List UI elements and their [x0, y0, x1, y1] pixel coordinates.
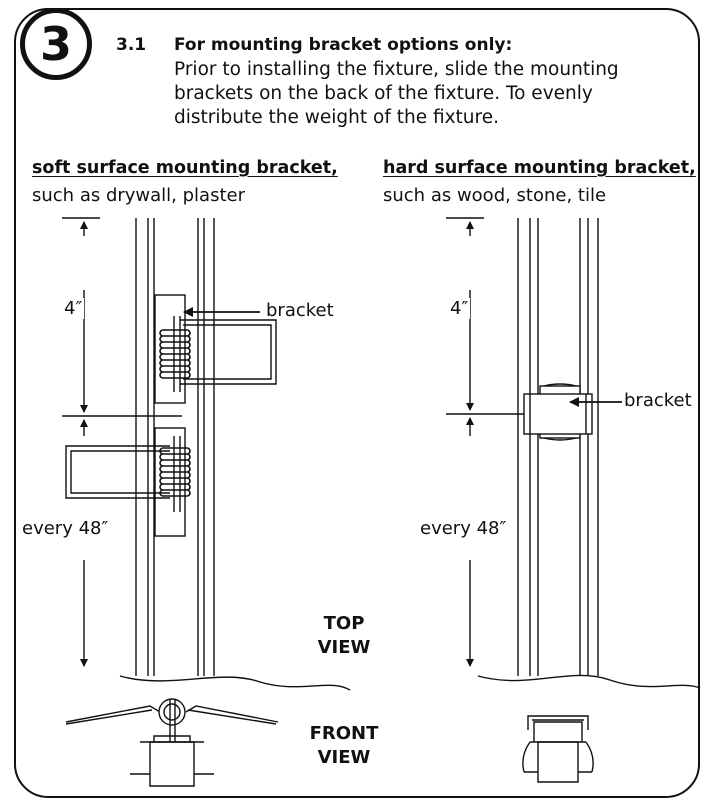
hard-dimension-spacing: every 48″ — [418, 518, 509, 539]
front-view-label: FRONT VIEW — [304, 722, 384, 770]
hard-dimension-top: 4″ — [448, 298, 471, 319]
soft-dimension-top: 4″ — [62, 298, 85, 319]
soft-surface-subheading: such as drywall, plaster — [32, 185, 245, 206]
soft-fixture-channel — [119, 218, 351, 691]
soft-surface-heading: soft surface mounting bracket, — [32, 158, 338, 178]
hard-fixture-channel — [477, 218, 701, 689]
instruction-line: Prior to installing the fixture, slide t… — [174, 59, 619, 80]
instruction-text: Prior to installing the fixture, slide t… — [174, 58, 674, 130]
hard-dimension-lines — [446, 217, 524, 667]
top-view-label: TOP VIEW — [304, 612, 384, 660]
front-view-line: VIEW — [317, 747, 371, 768]
instruction-line: distribute the weight of the fixture. — [174, 107, 499, 128]
instruction-card-border — [14, 8, 700, 798]
front-view-line: FRONT — [309, 723, 379, 744]
substep-number: 3.1 — [116, 35, 147, 55]
top-view-line: TOP — [323, 613, 365, 634]
soft-bracket-label: bracket — [266, 300, 334, 321]
soft-front-view-illustration — [65, 698, 279, 787]
soft-bracket-upper — [159, 316, 277, 392]
top-view-line: VIEW — [317, 637, 371, 658]
hard-bracket-label: bracket — [624, 390, 692, 411]
hard-surface-subheading: such as wood, stone, tile — [383, 185, 607, 206]
hard-front-view-illustration — [522, 715, 594, 783]
soft-dimension-spacing: every 48″ — [20, 518, 111, 539]
substep-title: For mounting bracket options only: — [174, 35, 513, 55]
hard-surface-heading: hard surface mounting bracket, — [383, 158, 696, 178]
instruction-line: brackets on the back of the fixture. To … — [174, 83, 593, 104]
soft-bracket-lower — [65, 436, 191, 512]
step-number-badge: 3 — [20, 8, 92, 80]
hard-bracket — [523, 383, 593, 441]
